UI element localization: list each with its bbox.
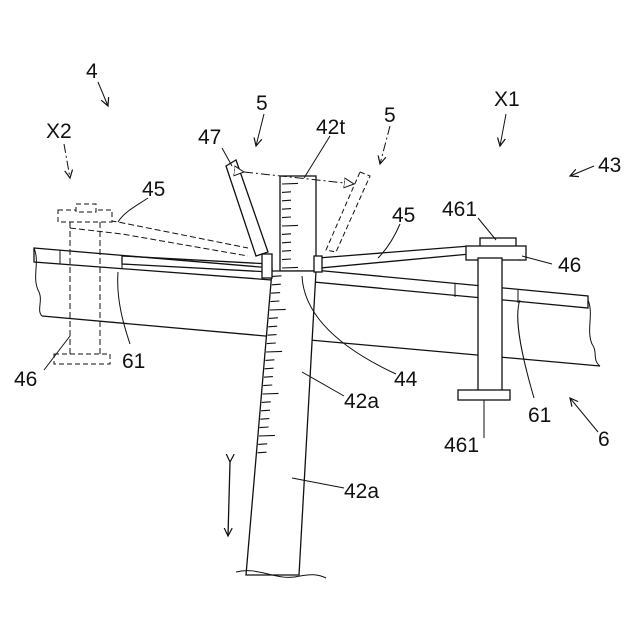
scale-tick: [268, 335, 277, 336]
label-43: 43: [598, 154, 621, 177]
label-45-right: 45: [392, 204, 415, 227]
scale-tick: [259, 435, 275, 436]
scale-tick: [270, 301, 279, 302]
scale-tick: [258, 444, 267, 445]
scale-tick: [266, 351, 282, 352]
scale-tick: [261, 410, 270, 411]
scale-tick: [282, 225, 298, 226]
scale-tick: [269, 318, 278, 319]
leader-lines: [44, 82, 598, 488]
label-45-left: 45: [142, 178, 165, 201]
label-44: 44: [394, 368, 418, 391]
label-42t: 42t: [316, 116, 345, 139]
label-6: 6: [598, 428, 610, 451]
label-461-bottom: 461: [444, 434, 479, 457]
label-46-right: 46: [558, 254, 581, 277]
scale-tick: [267, 343, 276, 344]
label-42a-lower: 42a: [344, 480, 379, 503]
scale-tick: [258, 452, 267, 453]
scale-tick: [282, 234, 291, 235]
scale-tick: [282, 217, 291, 218]
scale-tick: [272, 284, 281, 285]
scale-tick: [273, 276, 282, 277]
scale-tick: [282, 267, 298, 268]
left-bolt-46: [54, 204, 112, 364]
scale-tick: [282, 251, 291, 252]
label-61-right: 61: [528, 404, 551, 427]
scale-tick: [260, 427, 269, 428]
scale-tick: [282, 183, 298, 184]
label-x2: X2: [46, 120, 72, 143]
scale-tick: [265, 360, 274, 361]
label-61-left: 61: [122, 350, 145, 373]
reference-labels: 4 5 5 42t 47 X1 X2 43 45 45 461 461 46 4…: [14, 60, 621, 503]
scale-tick: [282, 192, 291, 193]
scale-tick: [282, 259, 291, 260]
label-46-left: 46: [14, 368, 37, 391]
scale-tick: [263, 385, 272, 386]
scale-tick: [264, 377, 273, 378]
scale-tick: [282, 242, 291, 243]
scale-tick: [271, 293, 280, 294]
lever-alternate-position: [326, 172, 370, 252]
scale-tick: [263, 393, 279, 394]
label-42a-upper: 42a: [344, 390, 379, 413]
label-5-left: 5: [256, 92, 268, 115]
scale-tick: [260, 419, 269, 420]
label-47: 47: [198, 126, 221, 149]
scale-tick: [282, 209, 291, 210]
label-4: 4: [86, 60, 98, 83]
label-5-right: 5: [384, 104, 396, 127]
label-x1: X1: [494, 88, 520, 111]
scale-tick: [270, 309, 286, 310]
scale-tick: [265, 368, 274, 369]
scale-tick: [282, 200, 291, 201]
scale-tick: [268, 326, 277, 327]
right-bolt-461: [458, 238, 526, 400]
scale-tick: [262, 402, 271, 403]
label-461-top: 461: [442, 198, 477, 221]
